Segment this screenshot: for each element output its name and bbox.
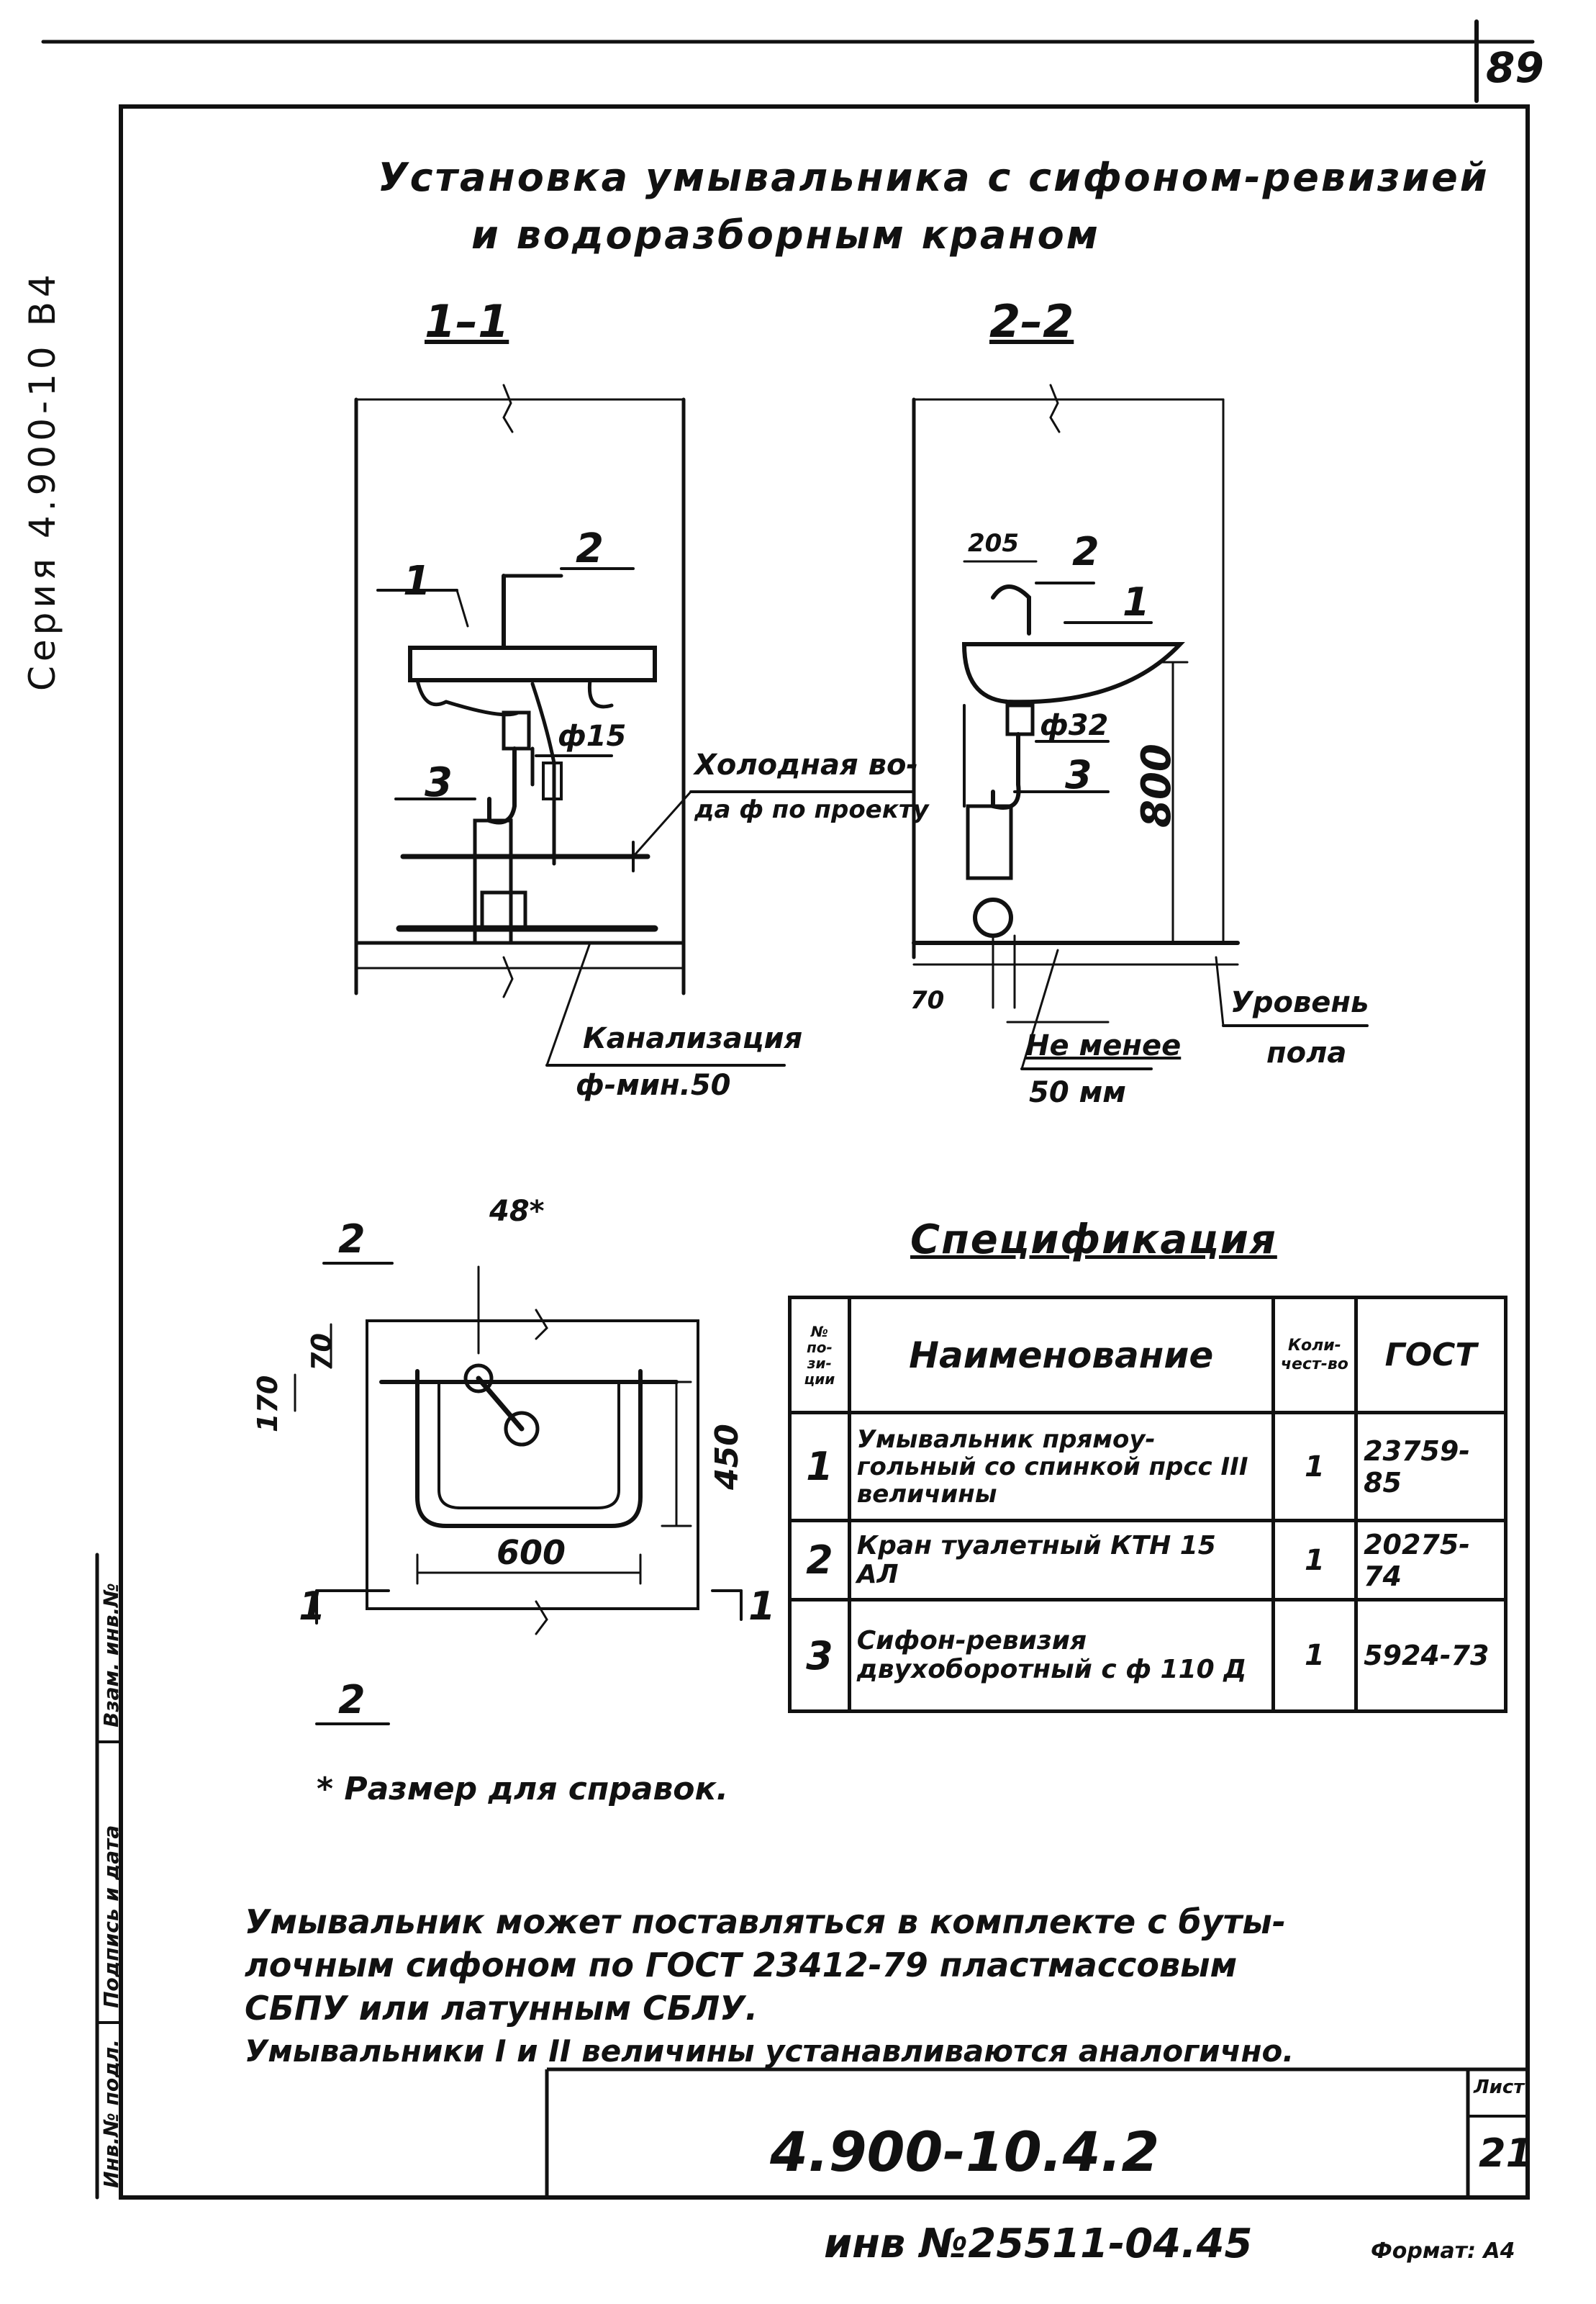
note-line-1: Умывальник может поставляться в комплект… bbox=[245, 1902, 1287, 1941]
plan-cut-2-top: 2 bbox=[338, 1216, 366, 1262]
sheet-number: 21 bbox=[1479, 2131, 1533, 2176]
spec-header-qty: Коли-чест-во bbox=[1271, 1296, 1359, 1414]
sheet-label: Лист bbox=[1474, 2077, 1525, 2098]
spec-row: 1 Умывальник прямоу-гольный со спинкой п… bbox=[788, 1411, 1507, 1522]
s2-item-1: 1 bbox=[1123, 579, 1150, 625]
footnote: * Размер для справок. bbox=[317, 1771, 729, 1807]
stamp-signature-date: Подпись и дата bbox=[99, 1825, 123, 2008]
s2-item-2: 2 bbox=[1072, 529, 1099, 574]
plan-dim-70: 70 bbox=[306, 1333, 337, 1371]
s1-cold-water-2: да ф по проекту bbox=[694, 795, 929, 824]
spec-row-2-qty: 1 bbox=[1271, 1519, 1359, 1601]
plan-cut-1-left: 1 bbox=[299, 1584, 326, 1629]
plan-cut-1-right: 1 bbox=[748, 1584, 776, 1629]
spec-row-1-qty: 1 bbox=[1271, 1411, 1359, 1522]
spec-row-3-name: Сифон-ревизия двухоборотный с ф 110 Д bbox=[847, 1598, 1275, 1713]
plan-cut-2-bottom: 2 bbox=[338, 1677, 366, 1722]
s1-item-2: 2 bbox=[576, 525, 604, 572]
spec-title: Спецификация bbox=[910, 1216, 1277, 1263]
spec-row-2-name: Кран туалетный КТН 15 АЛ bbox=[847, 1519, 1275, 1601]
spec-row-1-name: Умывальник прямоу-гольный со спинкой прс… bbox=[847, 1411, 1275, 1522]
s2-floor-level: Уровень bbox=[1230, 986, 1369, 1019]
plan-dim-450: 450 bbox=[709, 1424, 745, 1490]
s2-not-less-2: 50 мм bbox=[1029, 1076, 1126, 1109]
spec-row: 2 Кран туалетный КТН 15 АЛ 1 20275-74 bbox=[788, 1519, 1507, 1601]
series-label: Серия 4.900-10 В4 bbox=[22, 270, 63, 691]
stamp-inv-original: Инв.№ подл. bbox=[99, 2039, 123, 2188]
spec-row-3-qty: 1 bbox=[1271, 1598, 1359, 1713]
plan-dim-600: 600 bbox=[497, 1533, 566, 1572]
s1-sewer-dia: ф-мин.50 bbox=[576, 1069, 731, 1102]
spec-header-row: № по-зи-ции Наименование Коли-чест-во ГО… bbox=[788, 1296, 1507, 1414]
spec-header-gost: ГОСТ bbox=[1354, 1296, 1507, 1414]
format-label: Формат: А4 bbox=[1371, 2239, 1515, 2264]
s2-dim-205: 205 bbox=[968, 529, 1019, 558]
document-code: 4.900-10.4.2 bbox=[770, 2120, 1160, 2184]
s1-item-1: 1 bbox=[403, 558, 431, 605]
note-line-4: Умывальники I и II величины устанавливаю… bbox=[245, 2033, 1295, 2069]
s1-cold-water: Холодная во- bbox=[694, 749, 919, 782]
spec-row: 3 Сифон-ревизия двухоборотный с ф 110 Д … bbox=[788, 1598, 1507, 1713]
spec-row-3-gost: 5924-73 bbox=[1354, 1598, 1507, 1713]
plan-dim-170: 170 bbox=[252, 1375, 284, 1432]
s2-dim-70: 70 bbox=[910, 986, 945, 1015]
s2-not-less: Не менее bbox=[1025, 1029, 1182, 1062]
s2-height-800: 800 bbox=[1133, 744, 1180, 828]
spec-header-pos: № по-зи-ции bbox=[788, 1296, 851, 1414]
inventory-number: инв №25511-04.45 bbox=[824, 2221, 1253, 2267]
s1-item-3: 3 bbox=[425, 759, 453, 806]
drawing-frame bbox=[119, 104, 1530, 2200]
section-1-title: 1–1 bbox=[425, 295, 509, 348]
spec-row-3-pos: 3 bbox=[788, 1598, 851, 1713]
title-line-2: и водоразборным краном bbox=[471, 212, 1100, 258]
note-line-2: лочным сифоном по ГОСТ 23412-79 пластмас… bbox=[245, 1946, 1238, 1984]
spec-row-1-gost: 23759-85 bbox=[1354, 1411, 1507, 1522]
section-2-title: 2–2 bbox=[989, 295, 1074, 348]
s2-floor-level-2: пола bbox=[1266, 1036, 1347, 1070]
spec-row-2-gost: 20275-74 bbox=[1354, 1519, 1507, 1601]
s1-sewer: Канализация bbox=[583, 1022, 803, 1055]
page-number: 89 bbox=[1486, 43, 1544, 92]
note-line-3: СБПУ или латунным СБЛУ. bbox=[245, 1989, 758, 2028]
s1-pipe-dia: ф15 bbox=[558, 720, 627, 753]
spec-header-name: Наименование bbox=[847, 1296, 1275, 1414]
stamp-replaced-inv: Взам. инв.№ bbox=[99, 1583, 123, 1727]
spec-table: № по-зи-ции Наименование Коли-чест-во ГО… bbox=[788, 1296, 1507, 1713]
s2-pipe-dia: ф32 bbox=[1040, 709, 1109, 742]
spec-row-2-pos: 2 bbox=[788, 1519, 851, 1601]
plan-dim-48: 48* bbox=[489, 1195, 545, 1228]
title-line-1: Установка умывальника с сифоном-ревизией bbox=[378, 155, 1490, 200]
spec-row-1-pos: 1 bbox=[788, 1411, 851, 1522]
s2-item-3: 3 bbox=[1065, 752, 1092, 798]
